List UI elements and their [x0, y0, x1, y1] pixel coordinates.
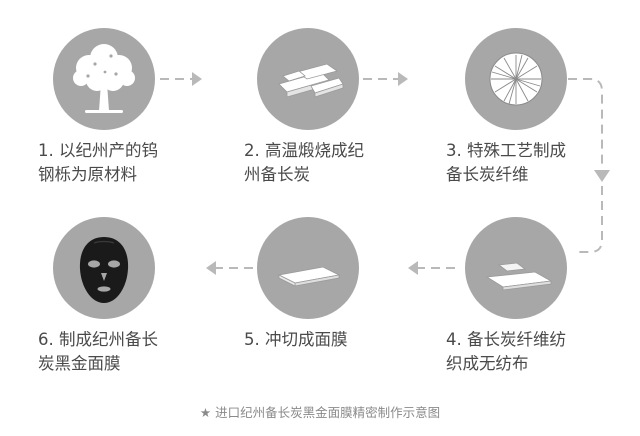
charcoal-icon [278, 63, 344, 98]
arrow-head-right-1 [192, 72, 202, 86]
fabric-sheet-icon [277, 266, 341, 287]
arrow-head-left-1 [408, 261, 418, 275]
connector-3-down-bottom [578, 186, 603, 253]
step-3-circle [465, 28, 567, 130]
arrow-head-right-2 [398, 72, 408, 86]
step-1-label: 1. 以纪州产的钨 钢栎为原材料 [38, 141, 158, 184]
step-5-circle [257, 217, 359, 319]
step-4-label: 4. 备长炭纤维纺 织成无纺布 [446, 330, 566, 373]
step-1-circle [53, 28, 155, 130]
step-2-label: 2. 高温煅烧成纪 州备长炭 [244, 141, 364, 184]
fiber-cross-section-icon [489, 52, 543, 106]
step-6-label: 6. 制成纪州备长 炭黑金面膜 [38, 330, 158, 373]
step-3-label: 3. 特殊工艺制成 备长炭纤维 [446, 141, 566, 184]
step-2-circle [257, 28, 359, 130]
step-4-circle [465, 217, 567, 319]
nonwoven-fabric-icon [485, 262, 553, 291]
connector-3-down-top [568, 78, 603, 168]
black-mask-icon [79, 237, 129, 303]
arrow-head-down [594, 170, 610, 182]
arrow-head-left-2 [206, 261, 216, 275]
step-6-circle [53, 217, 155, 319]
diagram-caption: ★ 进口纪州备长炭黑金面膜精密制作示意图 [199, 405, 441, 420]
step-5-label: 5. 冲切成面膜 [244, 330, 348, 349]
tree-icon [73, 44, 135, 113]
